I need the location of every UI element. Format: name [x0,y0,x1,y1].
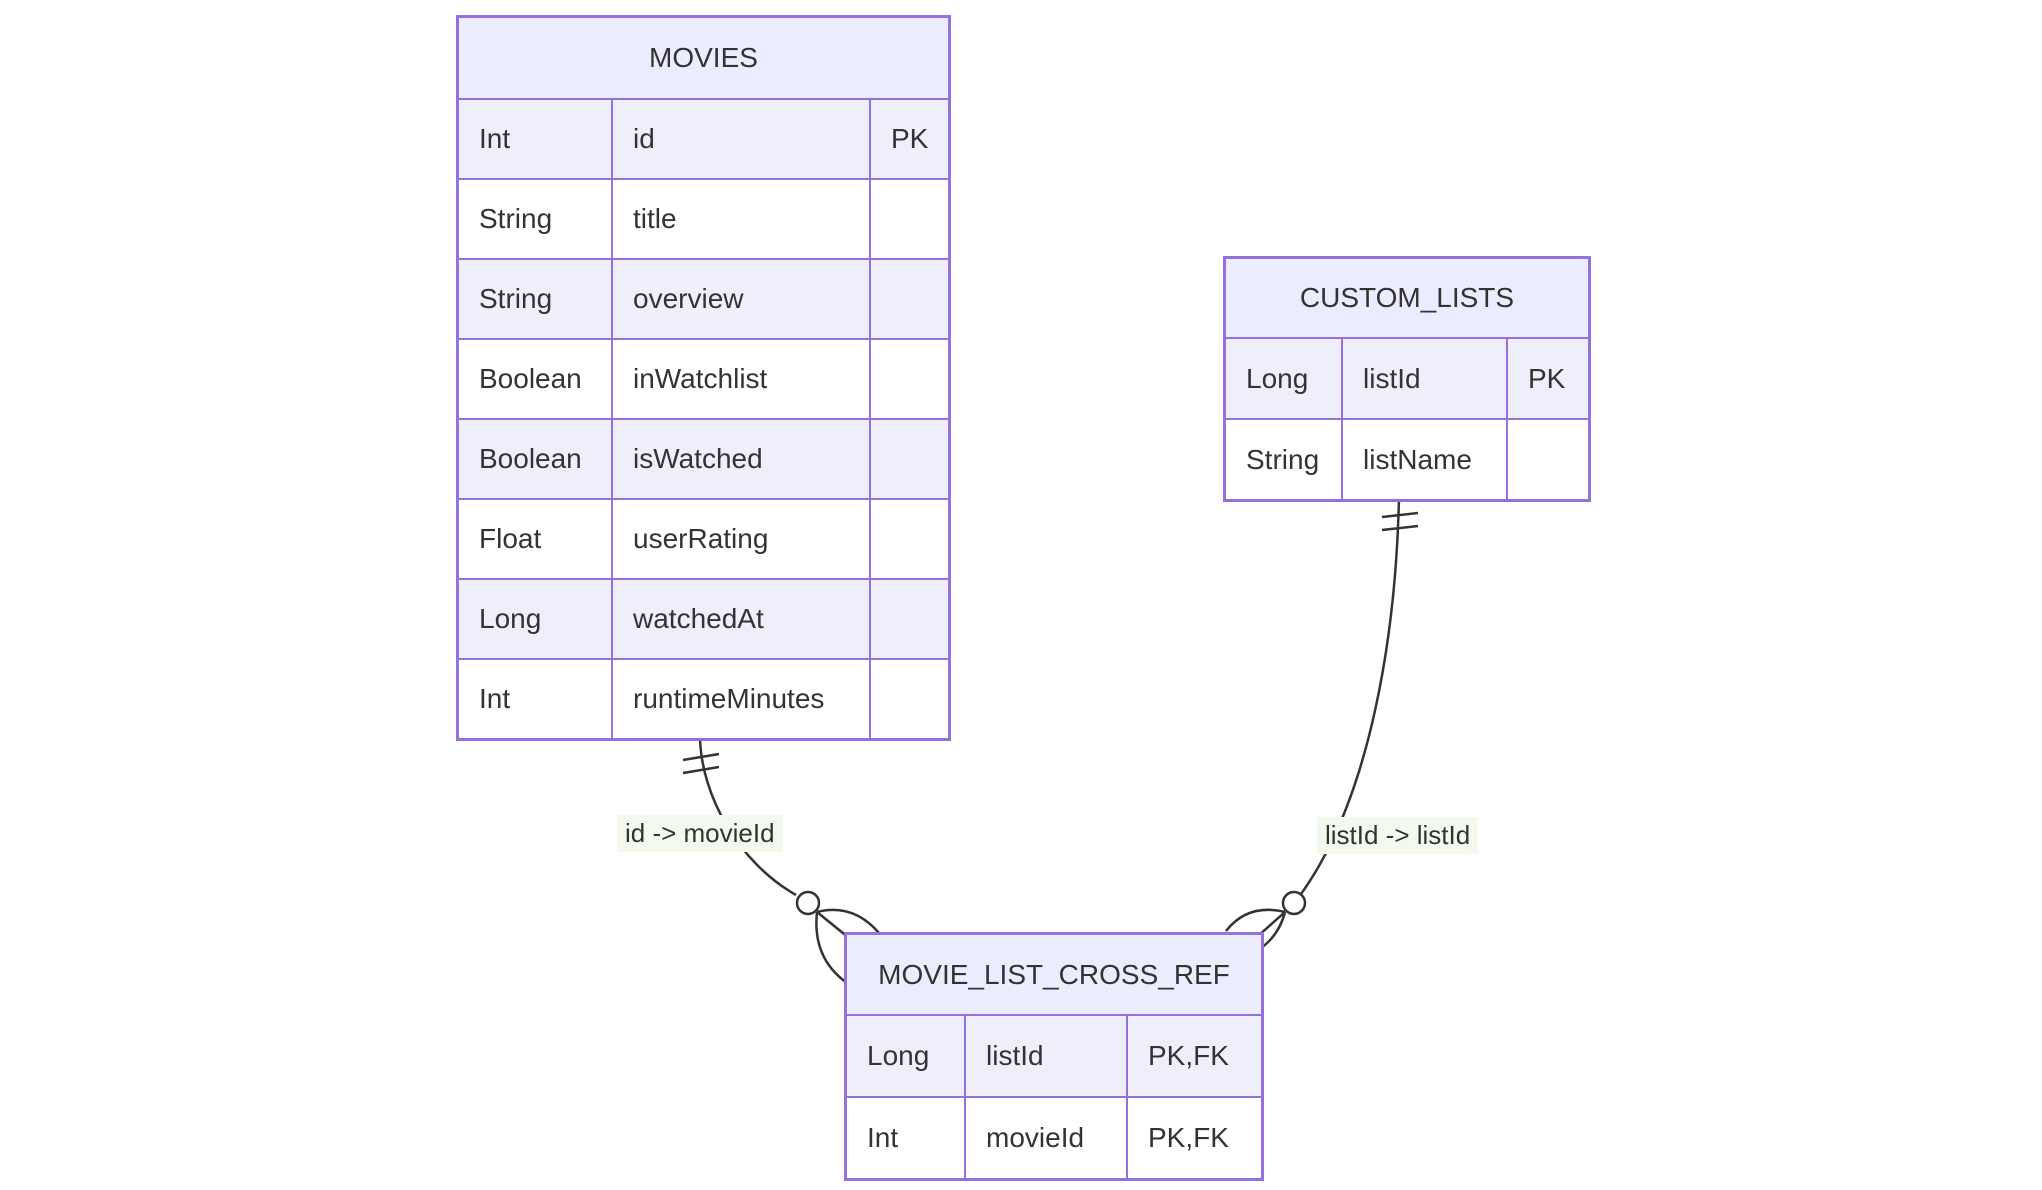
attr-keys [870,259,949,339]
attr-name: inWatchlist [612,339,870,419]
relationship-label-customlists-crossref: listId -> listId [1317,817,1479,854]
attr-name: overview [612,259,870,339]
attr-keys [870,659,949,739]
attr-keys [870,179,949,259]
attr-type: Int [846,1097,965,1179]
attr-name: title [612,179,870,259]
zero-marker-crossref-left [795,890,821,916]
attr-name: listId [965,1015,1127,1097]
attr-type: Int [458,659,612,739]
attr-type: Float [458,499,612,579]
attr-keys: PK,FK [1127,1015,1262,1097]
attr-name: runtimeMinutes [612,659,870,739]
entity-title: MOVIES [458,17,949,99]
entity-title: MOVIE_LIST_CROSS_REF [846,934,1262,1015]
attr-keys: PK,FK [1127,1097,1262,1179]
attr-type: String [458,259,612,339]
attr-type: Long [1225,338,1342,419]
attr-name: userRating [612,499,870,579]
entity-custom-lists: CUSTOM_LISTS Long listId PK String listN… [1223,256,1591,502]
attr-type: String [458,179,612,259]
attr-keys [870,579,949,659]
attr-type: String [1225,419,1342,500]
attr-name: watchedAt [612,579,870,659]
entity-movies: MOVIES Int id PK String title String ove… [456,15,951,741]
attr-name: isWatched [612,419,870,499]
attr-name: listName [1342,419,1507,500]
relationship-label-movies-crossref: id -> movieId [617,815,783,852]
attr-keys [1507,419,1589,500]
attr-name: listId [1342,338,1507,419]
attr-type: Long [458,579,612,659]
attr-keys: PK [870,99,949,179]
attr-name: movieId [965,1097,1127,1179]
attr-keys [870,499,949,579]
entity-title: CUSTOM_LISTS [1225,258,1589,338]
attr-type: Long [846,1015,965,1097]
zero-marker-crossref-right [1281,890,1307,916]
entity-movie-list-cross-ref: MOVIE_LIST_CROSS_REF Long listId PK,FK I… [844,932,1264,1181]
attr-type: Boolean [458,339,612,419]
one-marker-customlists [1381,511,1419,532]
attr-type: Int [458,99,612,179]
attr-keys: PK [1507,338,1589,419]
attr-type: Boolean [458,419,612,499]
one-marker-movies [682,752,720,775]
attr-keys [870,419,949,499]
attr-keys [870,339,949,419]
attr-name: id [612,99,870,179]
